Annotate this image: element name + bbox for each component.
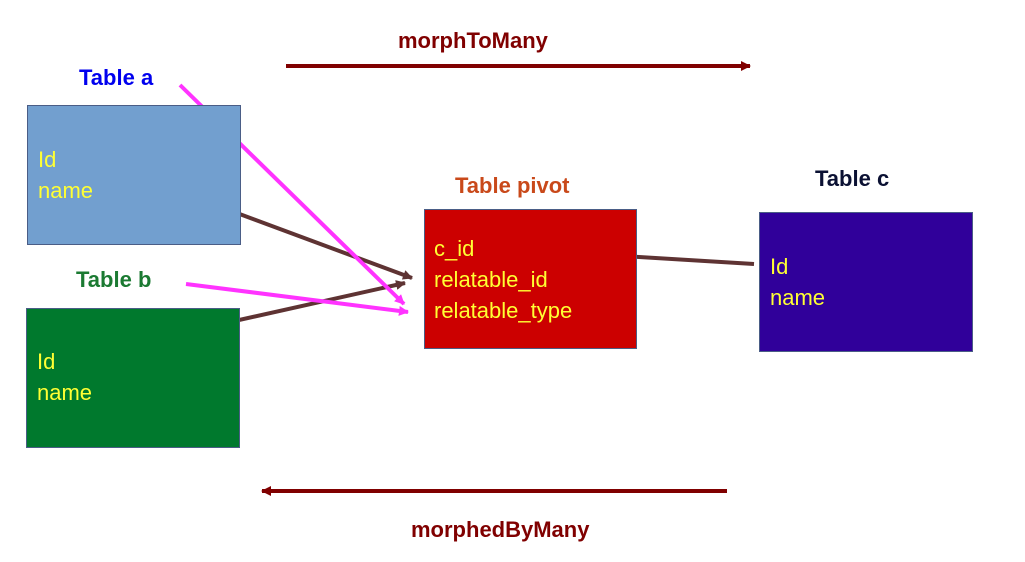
table-b-title: Table b <box>76 267 152 292</box>
table-pivot-title: Table pivot <box>455 173 570 198</box>
pivot-field-relatable-id: relatable_id <box>434 267 548 292</box>
pivot-field-c-id: c_id <box>434 236 475 261</box>
morphed-by-many-label: morphedByMany <box>411 517 590 542</box>
table-b-type-link-arrow <box>185 282 409 316</box>
pivot-field-relatable-type: relatable_type <box>434 298 573 323</box>
table-b-field-id: Id <box>37 349 56 374</box>
table-c-field-id: Id <box>770 254 789 279</box>
table-a-box: Id name <box>27 105 241 245</box>
table-a-field-name: name <box>38 178 94 203</box>
table-a-field-id: Id <box>38 147 57 172</box>
morph-to-many-label: morphToMany <box>398 28 548 53</box>
table-c-field-name: name <box>770 285 826 310</box>
table-a-title: Table a <box>79 65 154 90</box>
table-c-title: Table c <box>815 166 890 191</box>
table-c-box: Id name <box>759 212 973 352</box>
table-pivot-box: c_id relatable_id relatable_type <box>424 209 637 349</box>
table-b-box: Id name <box>26 308 240 448</box>
table-b-field-name: name <box>37 380 93 405</box>
